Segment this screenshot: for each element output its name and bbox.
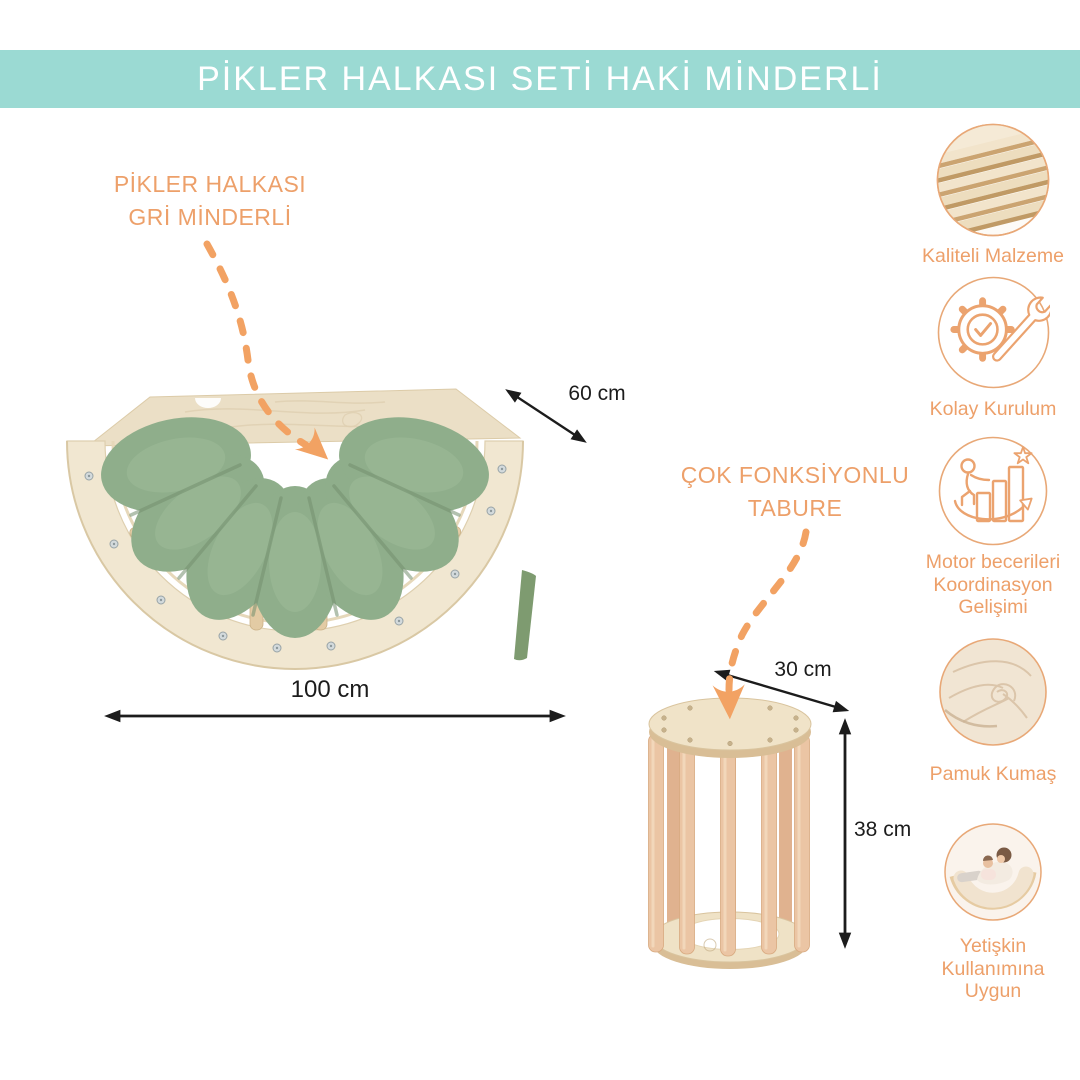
arch-cushion bbox=[101, 417, 489, 638]
feature-label: Pamuk Kumaş bbox=[929, 763, 1057, 785]
stool-callout: ÇOK FONKSİYONLU TABURE bbox=[665, 459, 925, 525]
cotton-fabric-icon bbox=[939, 638, 1047, 746]
arch-callout-line2: GRİ MİNDERLİ bbox=[128, 204, 292, 230]
stool-diameter-dimension: 30 cm bbox=[774, 658, 832, 681]
arch-callout-line1: PİKLER HALKASI bbox=[113, 171, 307, 197]
adult-child-rocker-icon bbox=[944, 823, 1042, 921]
feature-easy-assembly: Kolay Kurulum bbox=[903, 276, 1080, 421]
stool-product-image bbox=[648, 697, 812, 969]
feature-label: Kaliteli Malzeme bbox=[922, 245, 1064, 267]
stool-height-arrow bbox=[839, 720, 851, 947]
feature-motor-skills: Motor becerileri Koordinasyon Gelişimi bbox=[903, 436, 1080, 619]
page-title: PİKLER HALKASI SETİ HAKİ MİNDERLİ bbox=[197, 59, 883, 98]
stool-logo-stamp bbox=[703, 938, 717, 952]
title-banner: PİKLER HALKASI SETİ HAKİ MİNDERLİ bbox=[0, 50, 1080, 108]
arch-callout: PİKLER HALKASI GRİ MİNDERLİ bbox=[90, 168, 330, 234]
motor-skills-icon bbox=[938, 436, 1048, 546]
feature-label-line: Motor becerileri bbox=[925, 551, 1061, 573]
stool-callout-line2: TABURE bbox=[747, 495, 843, 521]
gear-check-wrench-icon bbox=[937, 276, 1050, 389]
feature-quality-material: Kaliteli Malzeme bbox=[903, 123, 1080, 268]
feature-label-line: Yetişkin bbox=[959, 935, 1027, 957]
feature-label: Kolay Kurulum bbox=[929, 398, 1057, 420]
stool-height-dimension: 38 cm bbox=[854, 818, 912, 841]
feature-cotton-fabric: Pamuk Kumaş bbox=[903, 638, 1080, 786]
plywood-sheets-icon bbox=[936, 123, 1050, 237]
feature-label-line: Gelişimi bbox=[958, 596, 1028, 618]
feature-adult-use: Yetişkin Kullanımına Uygun bbox=[903, 823, 1080, 1003]
stool-callout-line1: ÇOK FONKSİYONLU bbox=[680, 462, 910, 488]
feature-label-line: Kullanımına bbox=[941, 957, 1045, 980]
arch-screws bbox=[84, 464, 507, 653]
cushion-strap bbox=[514, 570, 536, 661]
pikler-arch-product-image bbox=[66, 388, 536, 670]
arch-width-dimension: 100 cm bbox=[290, 676, 370, 703]
feature-label-line: Koordinasyon bbox=[933, 573, 1053, 596]
feature-label-line: Uygun bbox=[964, 980, 1022, 1002]
